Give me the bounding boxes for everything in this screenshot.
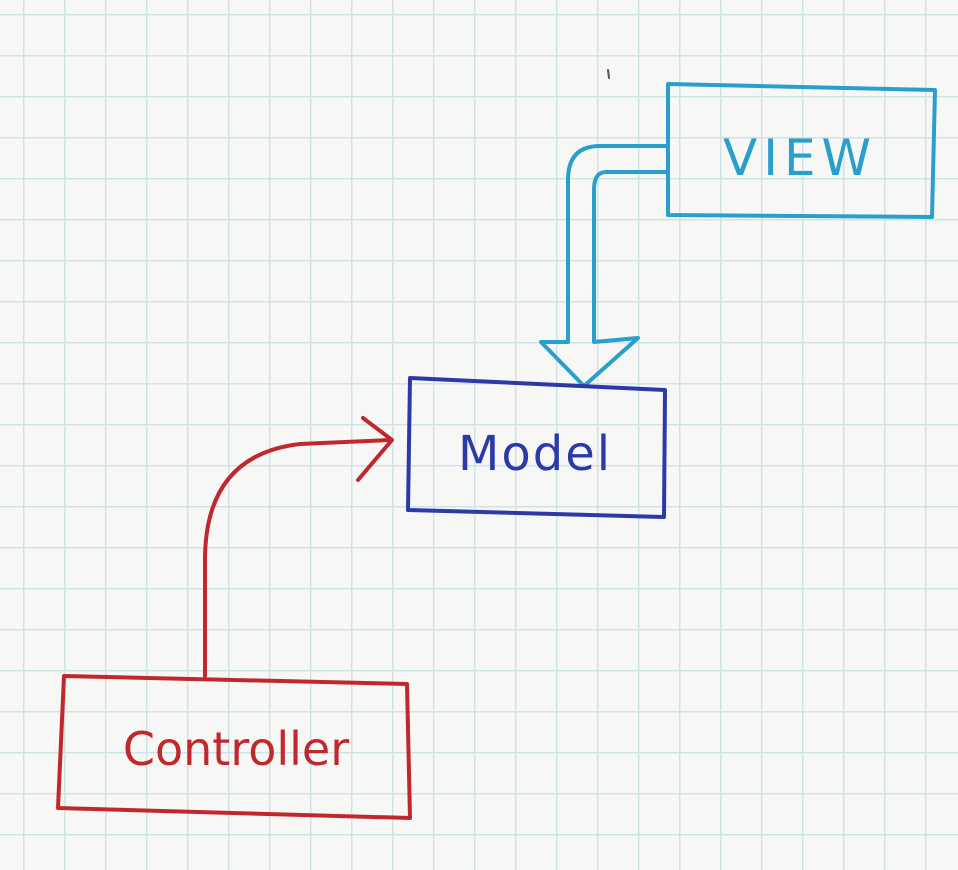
arrow-outer-line (566, 144, 670, 344)
controller-to-model-arrow (203, 416, 394, 678)
arrow-head (539, 336, 640, 388)
model-node: Model (406, 376, 667, 519)
model-box (406, 376, 667, 519)
arrow-head (356, 416, 394, 482)
view-node: VIEW (666, 82, 937, 219)
view-label: VIEW (723, 129, 877, 187)
model-label: Model (458, 426, 612, 482)
pen-mark (607, 69, 610, 79)
controller-box (56, 674, 412, 820)
arrow-curve (203, 438, 392, 678)
controller-node: Controller (56, 674, 412, 820)
arrow-inner-line (592, 170, 670, 344)
controller-label: Controller (123, 722, 349, 776)
view-to-model-arrow (539, 144, 670, 388)
